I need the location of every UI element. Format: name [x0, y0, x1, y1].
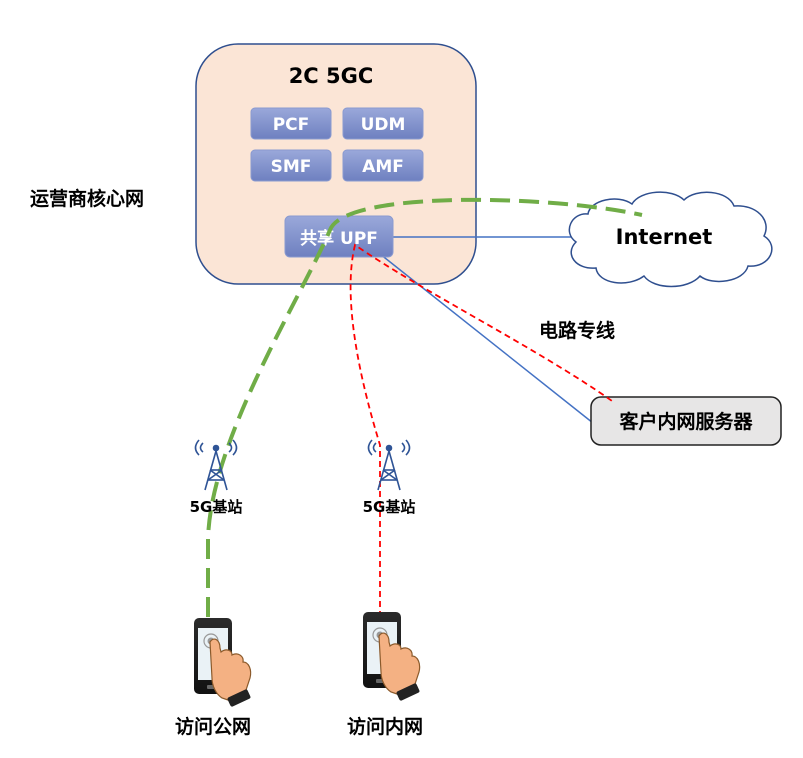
core-network-box	[195, 43, 477, 285]
base-station-1-label: 5G基站	[190, 498, 243, 516]
private-access-path	[349, 243, 613, 657]
upf-server-link	[374, 249, 594, 424]
antenna-tower-icon	[367, 439, 411, 491]
nf-amf: AMF	[342, 149, 424, 182]
upf-label: 共享 UPF	[300, 228, 378, 249]
nf-smf-label: SMF	[271, 157, 312, 177]
base-station-1: 5G基站	[190, 439, 243, 516]
internet-label: Internet	[616, 225, 713, 249]
nf-smf: SMF	[250, 149, 332, 182]
base-station-2: 5G基站	[363, 439, 416, 516]
server-label: 客户内网服务器	[619, 410, 753, 433]
nf-udm-label: UDM	[361, 115, 406, 135]
customer-server: 客户内网服务器	[590, 396, 782, 446]
public-access-path	[206, 197, 643, 646]
nf-amf-label: AMF	[362, 157, 404, 177]
base-station-2-label: 5G基站	[363, 498, 416, 516]
hand-pointer-icon	[209, 638, 252, 707]
nf-pcf-label: PCF	[273, 115, 310, 135]
internet-cloud	[568, 191, 773, 288]
nf-udm: UDM	[342, 107, 424, 140]
core-title: 2C 5GC	[289, 64, 374, 88]
nf-pcf: PCF	[250, 107, 332, 140]
device-1-label: 访问公网	[175, 715, 251, 738]
nf-shared-upf: 共享 UPF	[284, 215, 394, 258]
dedicated-line-label: 电路专线	[539, 319, 615, 342]
device-2-label: 访问内网	[347, 715, 423, 738]
operator-core-label: 运营商核心网	[30, 187, 144, 210]
antenna-tower-icon	[194, 439, 238, 491]
hand-pointer-icon	[378, 632, 421, 701]
